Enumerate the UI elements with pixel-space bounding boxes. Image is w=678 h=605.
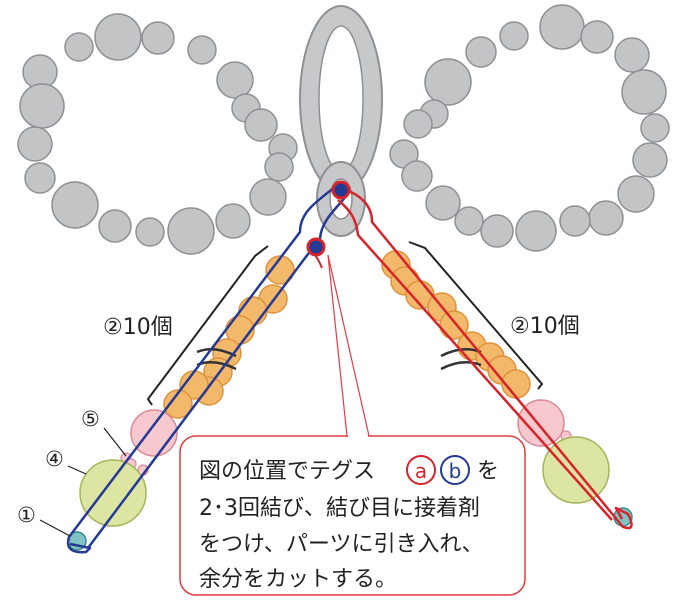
note-line4: 余分をカットする。 <box>199 567 397 592</box>
pearl-bead <box>580 20 614 54</box>
left-end-beads <box>67 409 178 551</box>
pearl-bead <box>98 209 132 243</box>
wire-b-left <box>66 184 348 554</box>
pearl-bead <box>515 210 557 252</box>
mark-a-circle <box>406 455 436 485</box>
callout-1-leader <box>39 519 71 537</box>
pearl-bead <box>499 21 529 51</box>
pearl-bead <box>24 162 56 194</box>
pearl-bead <box>264 152 294 182</box>
pearl-bead <box>621 69 667 115</box>
pearl-bead <box>454 206 484 236</box>
pearl-bead <box>425 185 461 221</box>
left-count-label: ②10個 <box>103 315 173 340</box>
pearl-bead <box>64 32 94 62</box>
note-pointer <box>327 254 370 437</box>
pearl-bead <box>617 175 655 213</box>
callout-4-label: ④ <box>45 447 64 471</box>
mark-a-label: a <box>415 459 427 483</box>
pearl-bead <box>424 58 472 106</box>
right-pearl-loop <box>389 4 670 252</box>
orange-bead <box>163 389 193 419</box>
left-count-bracket <box>146 245 269 406</box>
callout-5-leader <box>103 427 127 457</box>
pearl-bead <box>19 83 65 129</box>
pearl-bead <box>632 142 668 178</box>
left-pearl-loop <box>17 13 298 255</box>
right-count-bracket <box>408 241 544 390</box>
pearl-bead <box>167 207 215 255</box>
svg-text:図の位置でテグス: 図の位置でテグス <box>199 459 375 484</box>
pearl-bead <box>187 35 217 65</box>
pearl-bead <box>51 181 99 229</box>
callout-5-label: ⑤ <box>81 407 100 431</box>
pearl-bead <box>559 205 591 237</box>
pearl-bead <box>640 113 670 143</box>
right-count-label: ②10個 <box>510 314 580 339</box>
pearl-bead <box>588 200 624 236</box>
pearl-bead <box>216 61 254 99</box>
note-line2: 2･3回結び、結び目に接着剤 <box>199 496 480 521</box>
pearl-bead <box>244 108 278 142</box>
note-line1-suffix: を <box>477 459 499 484</box>
pearl-bead <box>141 21 175 55</box>
pearl-bead <box>401 160 433 192</box>
pearl-bead <box>94 13 142 61</box>
pearl-bead <box>403 109 433 139</box>
left-orange-beads <box>163 255 295 419</box>
mark-b-circle <box>440 455 470 485</box>
pearl-bead <box>17 126 53 162</box>
pearl-bead <box>249 178 287 216</box>
pearl-bead <box>614 37 650 73</box>
pearl-bead <box>480 214 514 248</box>
pearl-bead <box>465 36 497 68</box>
pearl-bead <box>215 203 251 239</box>
note-line1-prefix: 図の位置でテグス <box>199 459 375 484</box>
right-orange-beads <box>381 250 531 399</box>
mark-b-label: b <box>449 459 462 483</box>
orange-bead <box>265 255 295 285</box>
pearl-bead <box>135 217 165 247</box>
callout-4-leader <box>67 465 87 475</box>
pearl-bead <box>539 4 585 50</box>
note-line3: をつけ、パーツに引き入れ、 <box>199 532 484 557</box>
instruction-note: 図の位置でテグス a b を 2･3回結び、結び目に接着剤 をつけ、パーツに引き… <box>179 434 526 596</box>
knot-markers <box>306 180 351 257</box>
callout-1-label: ① <box>17 503 36 527</box>
